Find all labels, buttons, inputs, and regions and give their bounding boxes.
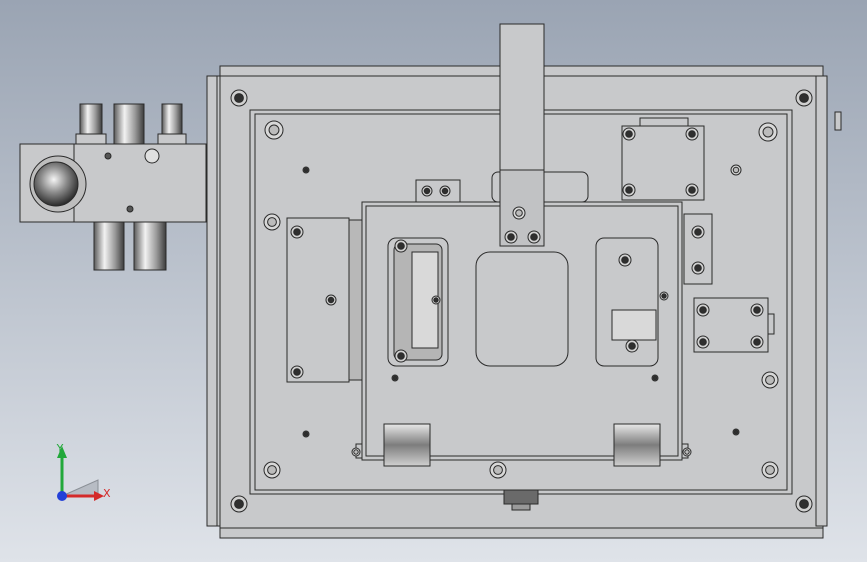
screw-socket-11 <box>688 186 696 194</box>
mount-hole-bore-5 <box>267 465 277 475</box>
screw-socket-5 <box>293 228 301 236</box>
hinge-left[interactable] <box>383 423 431 467</box>
y-arrow-head-icon <box>57 446 67 458</box>
screw-socket-1 <box>234 93 244 103</box>
screw-socket-10 <box>625 186 633 194</box>
mount-hole-bore-2 <box>762 126 774 138</box>
left-cover-chamfer <box>348 219 364 381</box>
screw-socket-26 <box>753 306 761 314</box>
screw-socket-23 <box>694 264 702 272</box>
screw-socket-29 <box>652 375 658 381</box>
hinge-right[interactable] <box>613 423 661 467</box>
mount-hole-bore-8 <box>732 166 740 174</box>
screw-socket-27 <box>753 338 761 346</box>
mount-hole-bore-4 <box>765 375 775 385</box>
fitting-base-3 <box>157 133 187 145</box>
base-plate-edge-bottom <box>219 527 824 539</box>
fitting-base-1 <box>75 133 107 145</box>
manifold-port-icon <box>144 148 160 164</box>
screw-socket-24 <box>699 306 707 314</box>
manifold-screw-2 <box>126 205 134 213</box>
hex-fitting[interactable] <box>113 103 145 145</box>
screw-socket-20 <box>628 342 636 350</box>
screw-socket-6 <box>293 368 301 376</box>
screw-socket-21 <box>661 293 667 299</box>
screw-socket-3 <box>234 499 244 509</box>
base-plate-edge-right <box>815 75 828 527</box>
coordinate-triad: Y X <box>56 442 111 501</box>
screw-socket-19 <box>621 256 629 264</box>
manifold-screw-1 <box>104 152 112 160</box>
mount-hole-bore-9 <box>515 209 523 217</box>
bottom-handle[interactable] <box>503 489 539 505</box>
bottom-handle-tab <box>511 503 531 511</box>
z-axis-dot-icon <box>57 491 67 501</box>
screw-socket-13 <box>441 187 449 195</box>
screw-socket-16 <box>433 297 439 303</box>
right-pocket-clip[interactable] <box>611 309 657 341</box>
mount-hole-bore-11 <box>684 449 690 455</box>
screw-socket-32 <box>733 429 739 435</box>
center-pocket[interactable] <box>475 251 569 367</box>
screw-socket-30 <box>303 167 309 173</box>
push-fitting-bottom-1[interactable] <box>93 221 125 271</box>
x-arrow-head-icon <box>94 491 104 501</box>
screw-socket-22 <box>694 228 702 236</box>
screw-socket-7 <box>327 296 335 304</box>
push-fitting-bottom-2[interactable] <box>133 221 167 271</box>
x-axis-label: X <box>103 487 111 500</box>
right-pin[interactable] <box>834 111 842 131</box>
push-fitting-1[interactable] <box>79 103 103 135</box>
push-fitting-3[interactable] <box>161 103 183 135</box>
mount-hole-bore-1 <box>268 124 280 136</box>
base-plate-edge-left <box>206 75 218 527</box>
screw-socket-15 <box>397 352 405 360</box>
valve-manifold[interactable] <box>73 143 207 223</box>
screw-socket-17 <box>507 233 515 241</box>
mount-tab <box>639 117 689 127</box>
screw-socket-12 <box>423 187 431 195</box>
mount-hole-bore-7 <box>493 465 503 475</box>
pressure-knob[interactable] <box>33 161 79 207</box>
screw-socket-18 <box>530 233 538 241</box>
screw-socket-4 <box>799 499 809 509</box>
left-cover-block[interactable] <box>286 217 350 383</box>
mount-hole-bore-3 <box>267 217 277 227</box>
mount-hole-bore-6 <box>765 465 775 475</box>
screw-socket-31 <box>303 431 309 437</box>
clamp-tab <box>767 313 775 335</box>
screw-socket-25 <box>699 338 707 346</box>
screw-socket-8 <box>625 130 633 138</box>
mount-hole-bore-10 <box>353 449 359 455</box>
screw-socket-2 <box>799 93 809 103</box>
y-axis-label: Y <box>56 442 64 455</box>
screw-socket-28 <box>392 375 398 381</box>
screw-socket-9 <box>688 130 696 138</box>
screw-socket-14 <box>397 242 405 250</box>
